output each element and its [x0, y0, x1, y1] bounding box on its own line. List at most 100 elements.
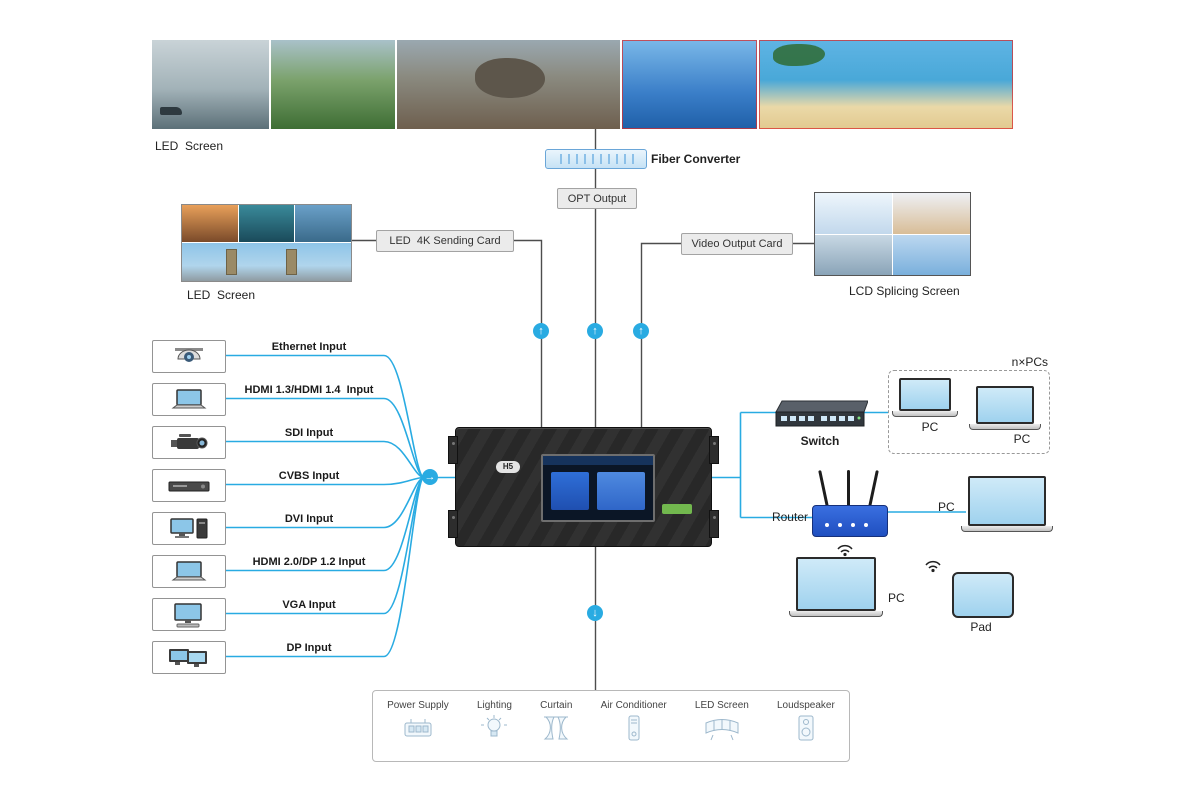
video-processor: H5 — [448, 427, 719, 547]
pc-laptop — [969, 386, 1041, 430]
dome-camera-icon — [175, 347, 203, 362]
input-label-hdmi20: HDMI 2.0/DP 1.2 Input — [252, 556, 366, 568]
left-led-screen-top-row — [182, 205, 351, 242]
lcd-cell-winter — [815, 193, 892, 234]
touchscreen-tile — [597, 472, 645, 510]
set-top-box-icon — [168, 481, 210, 491]
pc-laptop — [961, 476, 1053, 532]
signal-down-arrow-icon: ↓ — [587, 605, 603, 621]
laptop-icon — [171, 560, 207, 580]
power-supply-icon — [404, 719, 432, 737]
router — [812, 470, 888, 537]
input-label-cvbs: CVBS Input — [278, 470, 340, 482]
router-body — [812, 505, 888, 537]
led-panel-harbor — [152, 40, 269, 129]
curtain-icon — [543, 716, 569, 740]
touchscreen-topbar — [543, 456, 653, 465]
pc-label: PC — [921, 420, 939, 434]
pc-label: PC — [1013, 432, 1031, 446]
pc-laptop — [892, 378, 958, 417]
pc-laptop — [789, 557, 883, 617]
lcd-splicing-screen — [814, 192, 971, 276]
lcd-cell-dog — [893, 193, 970, 234]
top-led-video-wall — [152, 40, 1014, 129]
control-loudspeaker: Loudspeaker — [777, 700, 835, 742]
loudspeaker-icon — [798, 715, 814, 741]
laptop-screen — [796, 557, 876, 611]
control-label: Power Supply — [387, 700, 449, 711]
laptop-screen — [968, 476, 1046, 526]
lcd-cell-sky — [893, 234, 970, 275]
network-switch — [772, 396, 869, 430]
led-cell-mountain — [295, 205, 351, 242]
led-4k-sending-card-label: LED 4K Sending Card — [376, 230, 514, 252]
laptop-icon — [171, 388, 207, 408]
processor-badge: H5 — [496, 461, 520, 473]
led-panel-coast — [621, 40, 758, 129]
laptop-device — [152, 555, 226, 588]
input-label-vga: VGA Input — [282, 599, 336, 611]
input-label-dvi: DVI Input — [284, 513, 334, 525]
input-label-dp: DP Input — [286, 642, 332, 654]
bridge-tower — [286, 249, 297, 275]
signal-right-arrow-icon: → — [422, 469, 438, 485]
wifi-icon — [925, 560, 941, 573]
laptop-keyboard — [961, 526, 1053, 532]
left-led-screen — [181, 204, 352, 282]
rack-ear — [448, 510, 458, 538]
laptop-screen — [899, 378, 951, 411]
set-top-box-device — [152, 469, 226, 502]
processor-touchscreen — [541, 454, 655, 522]
wifi-icon — [837, 544, 853, 557]
laptop-keyboard — [892, 411, 958, 417]
desktop-pc-icon — [174, 602, 202, 627]
npcs-label: n×PCs — [1011, 355, 1048, 369]
desktop-pc-device — [152, 598, 226, 631]
lcd-cell-laptop — [815, 234, 892, 275]
router-label: Router — [771, 510, 808, 524]
pad-label: Pad — [970, 620, 992, 634]
control-label: Loudspeaker — [777, 700, 835, 711]
rack-ear — [709, 436, 719, 464]
signal-up-arrow-icon: ↑ — [633, 323, 649, 339]
switch-icon — [775, 400, 869, 427]
fiber-converter-icon — [545, 149, 647, 169]
dark-connectors — [351, 129, 815, 690]
laptop-keyboard — [789, 611, 883, 617]
fiber-converter-label: Fiber Converter — [651, 152, 741, 166]
switch-label: Switch — [800, 434, 840, 448]
control-curtain: Curtain — [540, 700, 572, 742]
control-air-conditioner: Air Conditioner — [601, 700, 667, 742]
left-led-screen-label: LED Screen — [187, 288, 256, 302]
rack-ear — [709, 510, 719, 538]
environment-controls-box: Power Supply Lighting Curtain — [372, 690, 850, 762]
led-panel-rocks — [396, 40, 620, 129]
control-power-supply: Power Supply — [387, 700, 449, 742]
control-lighting: Lighting — [477, 700, 512, 742]
control-label: Lighting — [476, 700, 512, 711]
router-antenna — [868, 470, 879, 507]
dual-monitor-icon — [169, 648, 207, 667]
pc-label: PC — [888, 591, 905, 605]
lcd-splicing-screen-label: LCD Splicing Screen — [849, 284, 960, 298]
tablet-pad — [952, 572, 1014, 618]
touchscreen-tile — [551, 472, 589, 510]
pc-label: PC — [938, 500, 955, 514]
router-leds — [825, 523, 829, 527]
input-label-ethernet: Ethernet Input — [271, 341, 347, 353]
camcorder-device — [152, 426, 226, 459]
bridge-tower — [226, 249, 237, 275]
input-label-sdi: SDI Input — [284, 427, 334, 439]
dual-monitor-device — [152, 641, 226, 674]
router-antenna — [847, 470, 850, 507]
led-panel-valley — [270, 40, 395, 129]
led-cell-city — [238, 205, 295, 242]
green-sticker — [662, 504, 692, 514]
router-antenna — [818, 470, 829, 507]
laptop-keyboard — [969, 424, 1041, 430]
control-led-screen: LED Screen — [695, 700, 749, 742]
camcorder-icon — [171, 433, 208, 449]
laptop-screen — [976, 386, 1034, 424]
laptop-device — [152, 383, 226, 416]
